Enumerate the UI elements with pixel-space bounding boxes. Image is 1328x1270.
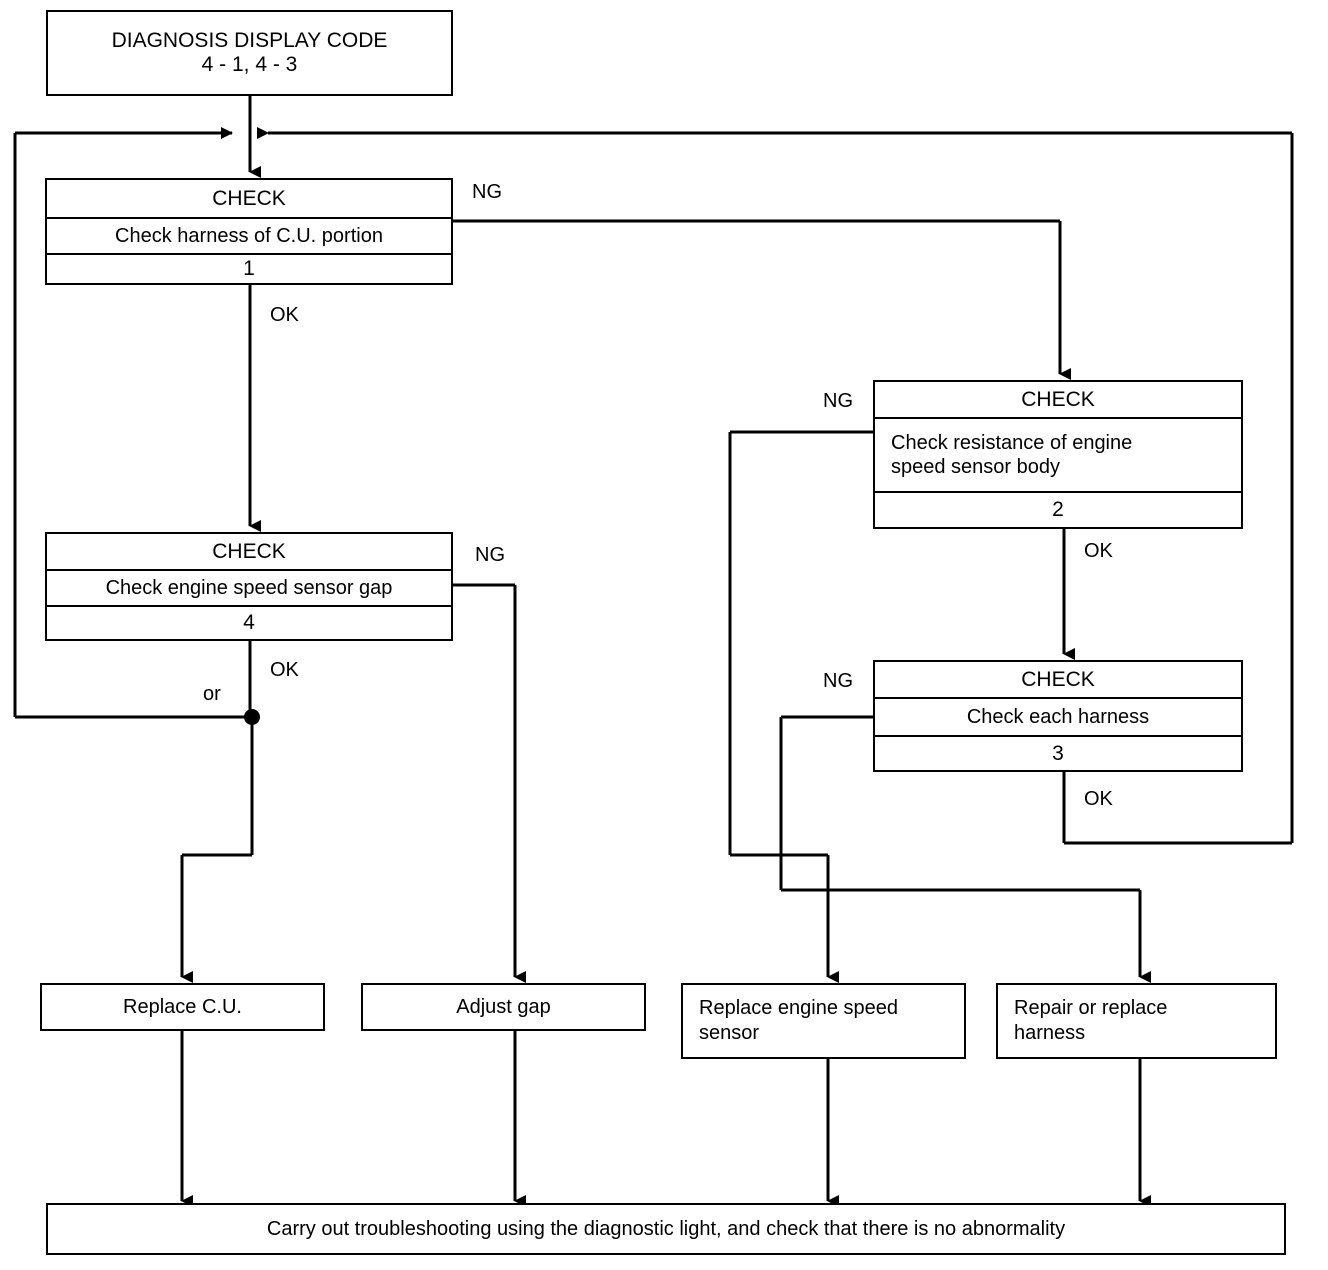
check-2-body-line1: Check resistance of engine (891, 431, 1133, 454)
label-ng-check2: NG (823, 390, 853, 412)
action-box-adjust-gap[interactable]: Adjust gap (361, 983, 646, 1031)
diagnosis-code-value: 4 - 1, 4 - 3 (201, 53, 298, 76)
action-box-replace-cu[interactable]: Replace C.U. (40, 983, 325, 1031)
label-ok-check2: OK (1084, 540, 1113, 562)
label-ok-check1: OK (270, 304, 299, 326)
check-1-number: 1 (243, 257, 255, 280)
check-2-number: 2 (1052, 498, 1064, 521)
check-4-header: CHECK (47, 534, 451, 571)
label-ok-check3: OK (1084, 788, 1113, 810)
replace-sensor-line1: Replace engine speed (699, 997, 899, 1019)
replace-sensor-line2: sensor (699, 1022, 760, 1044)
repair-harness-line2: harness (1014, 1022, 1086, 1044)
check-2-header: CHECK (875, 382, 1241, 419)
action-box-replace-engine-speed-sensor[interactable]: Replace engine speed sensor (681, 983, 966, 1059)
label-ok-check4: OK (270, 659, 299, 681)
check-box-3[interactable]: CHECK Check each harness 3 (873, 660, 1243, 772)
check-box-2[interactable]: CHECK Check resistance of engine speed s… (873, 380, 1243, 529)
check-4-body: Check engine speed sensor gap (47, 571, 451, 607)
or-junction-dot (244, 709, 260, 725)
check-box-1[interactable]: CHECK Check harness of C.U. portion 1 (45, 178, 453, 285)
diagnosis-code-title: DIAGNOSIS DISPLAY CODE (111, 29, 388, 53)
action-box-repair-or-replace-harness[interactable]: Repair or replace harness (996, 983, 1277, 1059)
check-1-header: CHECK (47, 180, 451, 219)
check-3-number: 3 (1052, 741, 1064, 765)
check-2-body: Check resistance of engine speed sensor … (875, 419, 1241, 493)
label-ng-check4: NG (475, 544, 505, 566)
check-4-number: 4 (243, 611, 255, 634)
label-ng-check3: NG (823, 670, 853, 692)
diagnosis-display-code-box: DIAGNOSIS DISPLAY CODE 4 - 1, 4 - 3 (46, 10, 453, 96)
repair-harness-line1: Repair or replace (1014, 997, 1168, 1019)
check-3-header: CHECK (875, 662, 1241, 699)
check-3-body: Check each harness (875, 699, 1241, 737)
label-ng-check1: NG (472, 181, 502, 203)
check-2-body-line2: speed sensor body (891, 456, 1061, 478)
label-or-junction: or (203, 683, 221, 705)
check-box-4[interactable]: CHECK Check engine speed sensor gap 4 (45, 532, 453, 641)
check-1-body: Check harness of C.U. portion (47, 219, 451, 255)
final-troubleshooting-box: Carry out troubleshooting using the diag… (46, 1203, 1286, 1255)
